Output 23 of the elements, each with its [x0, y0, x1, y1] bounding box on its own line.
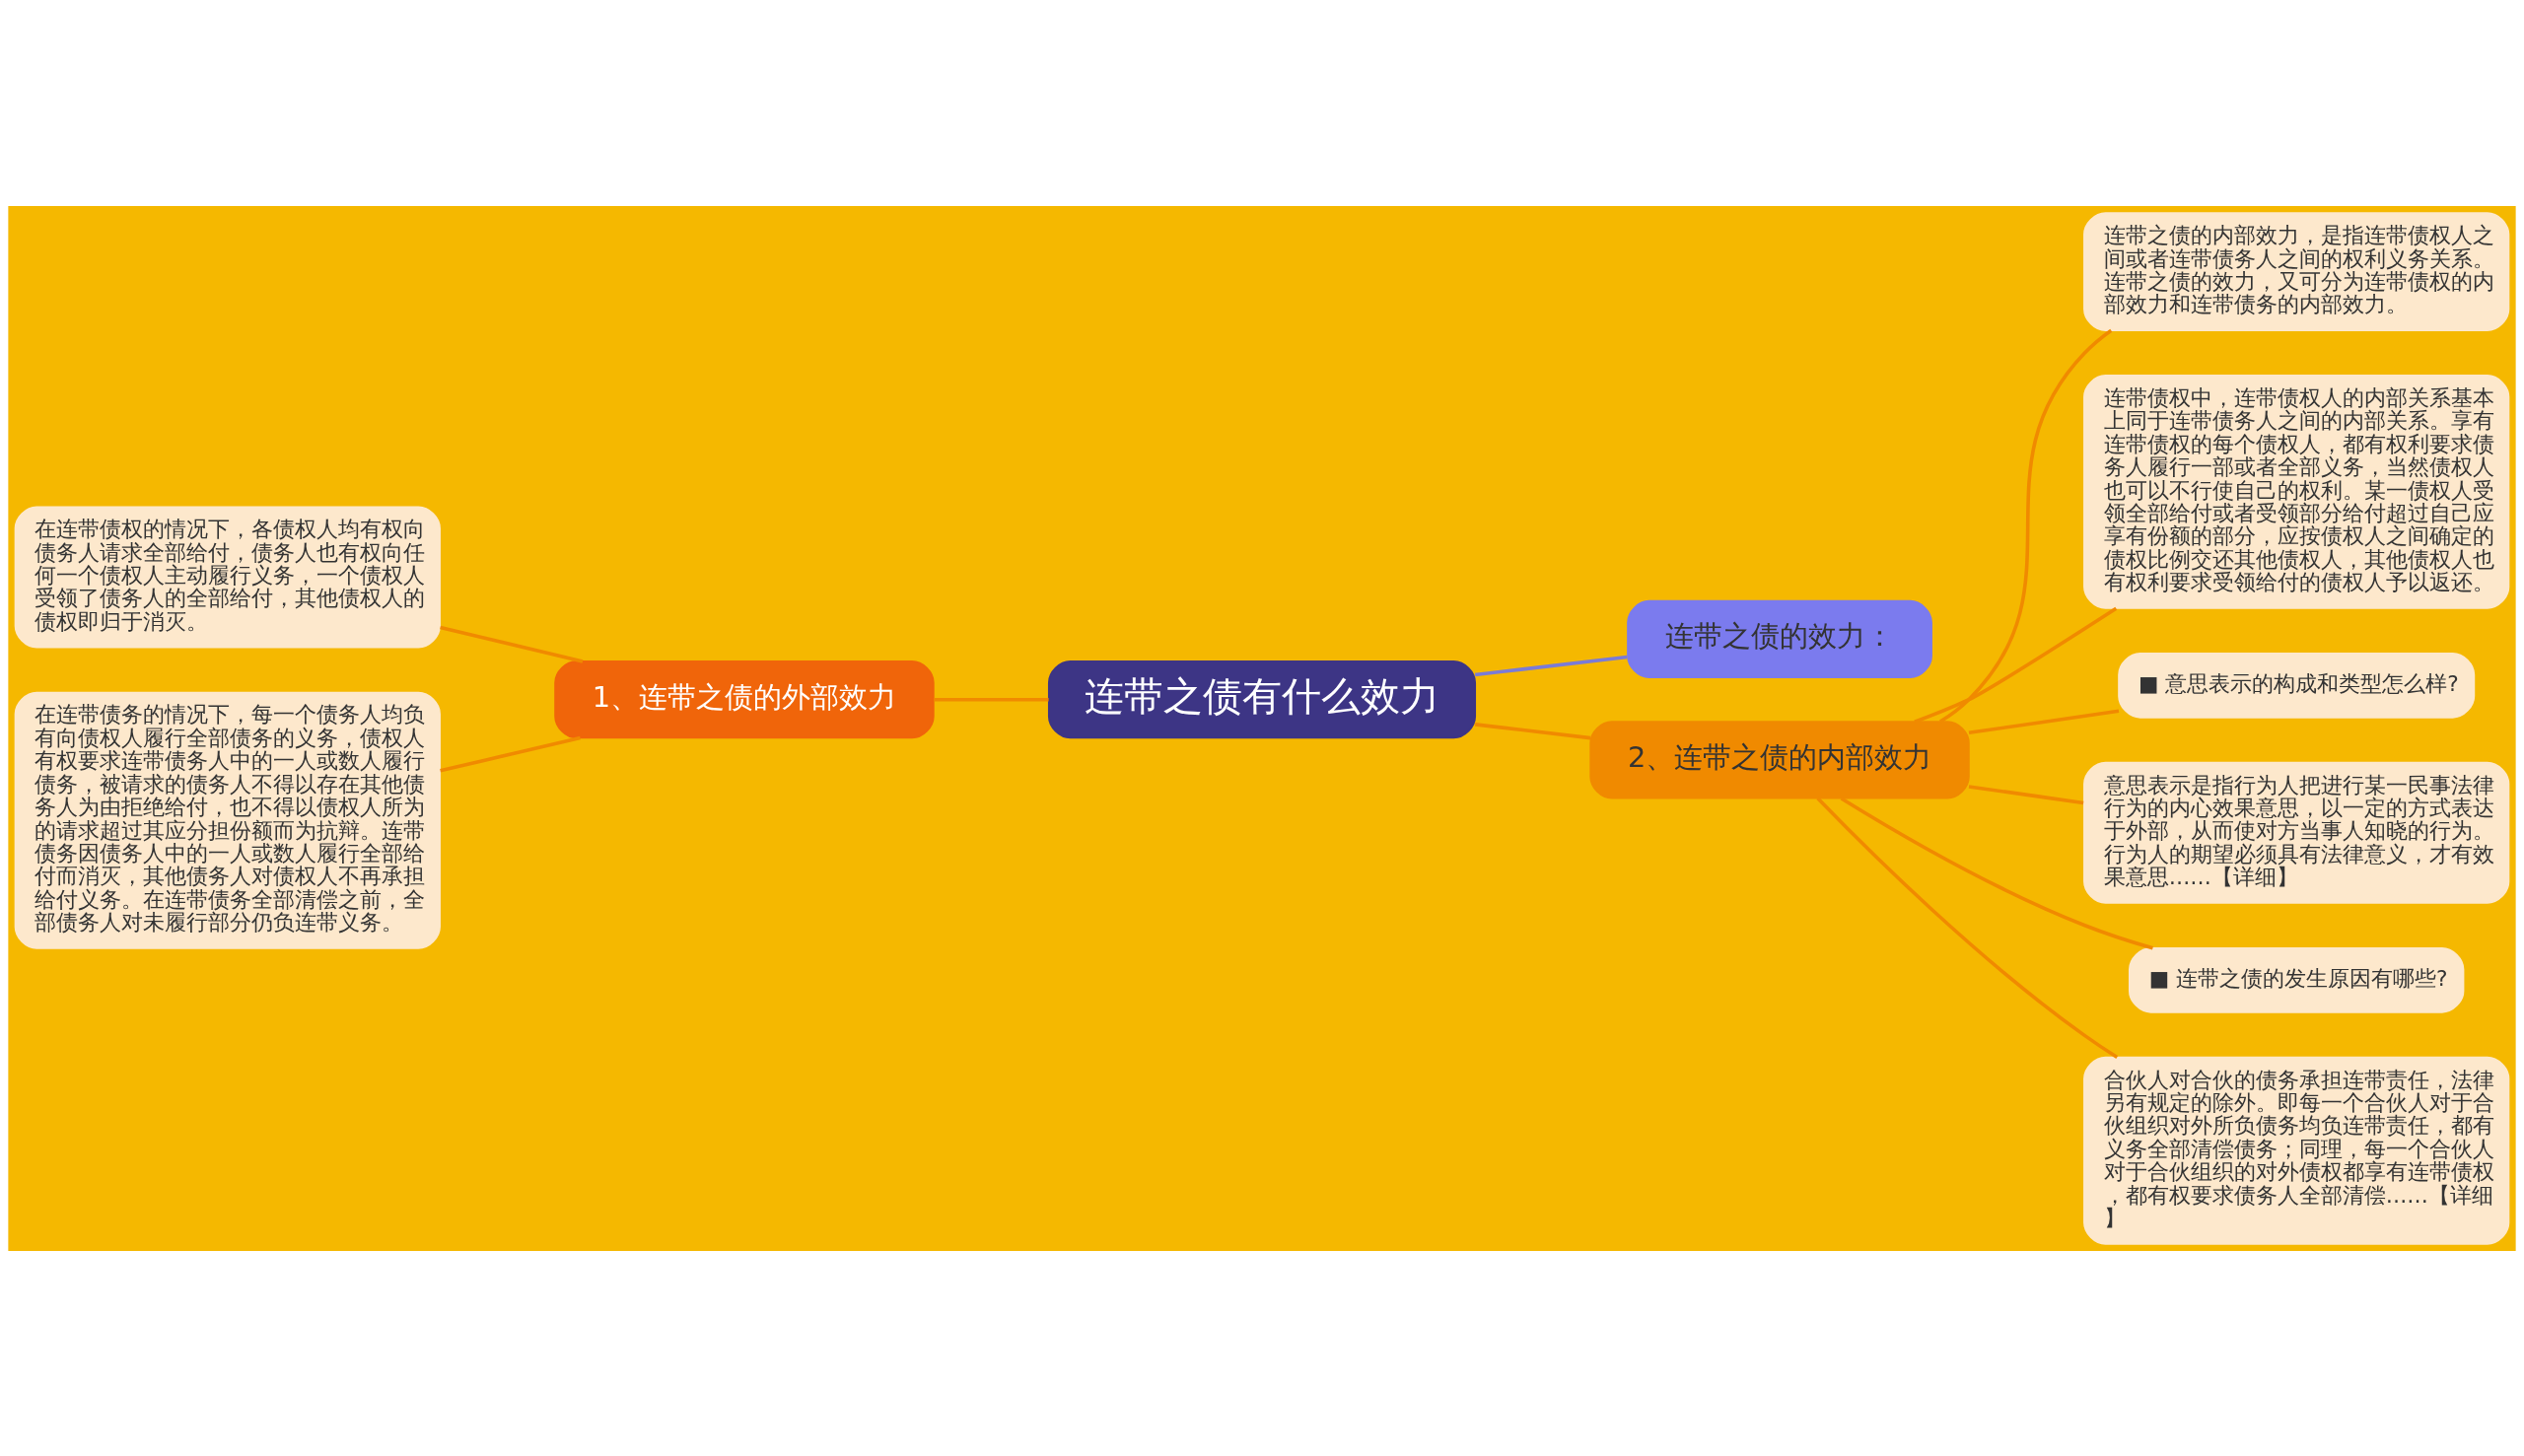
node-box: 在连带债权的情况下，各债权人均有权向债务人请求全部给付，债务人也有权向任何一个债权人主动履行义务，一个债权人受领了债务人的全部给付，其他债权人的债权即归于消灭。 [14, 505, 441, 648]
node-box: 连带之债的内部效力，是指连带债权人之间或者连带债务人之间的权利义务关系。连带之债的效力，又可分为连带债权的内部效力和连带债务的内部效力。 [2083, 211, 2510, 331]
node-box: 连带之债有什么效力 [1047, 659, 1477, 738]
connector [1840, 796, 2153, 950]
node-box: 意思表示是指行为人把进行某一民事法律行为的内心效果意思，以一定的方式表达于外部，从而使对方当事人知晓的行为。行为人的期望必须具有法律意义，才有效果意思……【详细】 [2083, 761, 2510, 904]
node-box: 合伙人对合伙的债务承担连带责任，法律另有规定的除外。即每一个合伙人对于合伙组织对外所负债务均负连带责任，都有义务全部清偿债务；同理，每一个合伙人对于合伙组织的对外债权都享有连带债权，都有权要求债务人全部清偿……【详细】 [2083, 1056, 2510, 1245]
node-box: 连带债权中，连带债权人的内部关系基本上同于连带债务人之间的内部关系。享有连带债权的每个债权人，都有权利要求债务人履行一部或者全部义务，当然债权人也可以不行使自己的权利。某一债权人受领全部给付或者受领部分给付超过自己应享有份额的部分，应按债权人之间确定的债权比例交还其他债权人，其他债权人也有权利要求受领给付的债权人予以返还。 [2083, 374, 2510, 609]
node-box: 在连带债务的情况下，每一个债务人均负有向债权人履行全部债务的义务，债权人有权要求连带债务人中的一人或数人履行债务，被请求的债务人不得以存在其他债务人为由拒绝给付，也不得以债权人所为的请求超过其应分担份额而为抗辩。连带债务因债务人中的一人或数人履行全部给付而消灭，其他债务人对债权人不再承担给付义务。在连带债务全部清偿之前，全部债务人对未履行部分仍负连带义务。 [14, 691, 441, 949]
node-box: 连带之债的效力： [1627, 599, 1932, 678]
connector [440, 735, 581, 773]
connector [440, 625, 584, 663]
connector [1914, 606, 2118, 724]
node-box: ■ 连带之债的发生原因有哪些? [2129, 946, 2465, 1013]
connector [1968, 708, 2120, 734]
connector [1474, 655, 1628, 676]
node-box: 1、连带之债的外部效力 [554, 659, 935, 738]
node-box: 2、连带之债的内部效力 [1589, 720, 1970, 799]
connector [1816, 797, 2119, 1059]
connector [1968, 784, 2084, 804]
node-box: ■ 意思表示的构成和类型怎么样? [2118, 652, 2476, 719]
connector [1474, 722, 1591, 739]
connector [934, 697, 1049, 702]
connector [1938, 328, 2113, 723]
